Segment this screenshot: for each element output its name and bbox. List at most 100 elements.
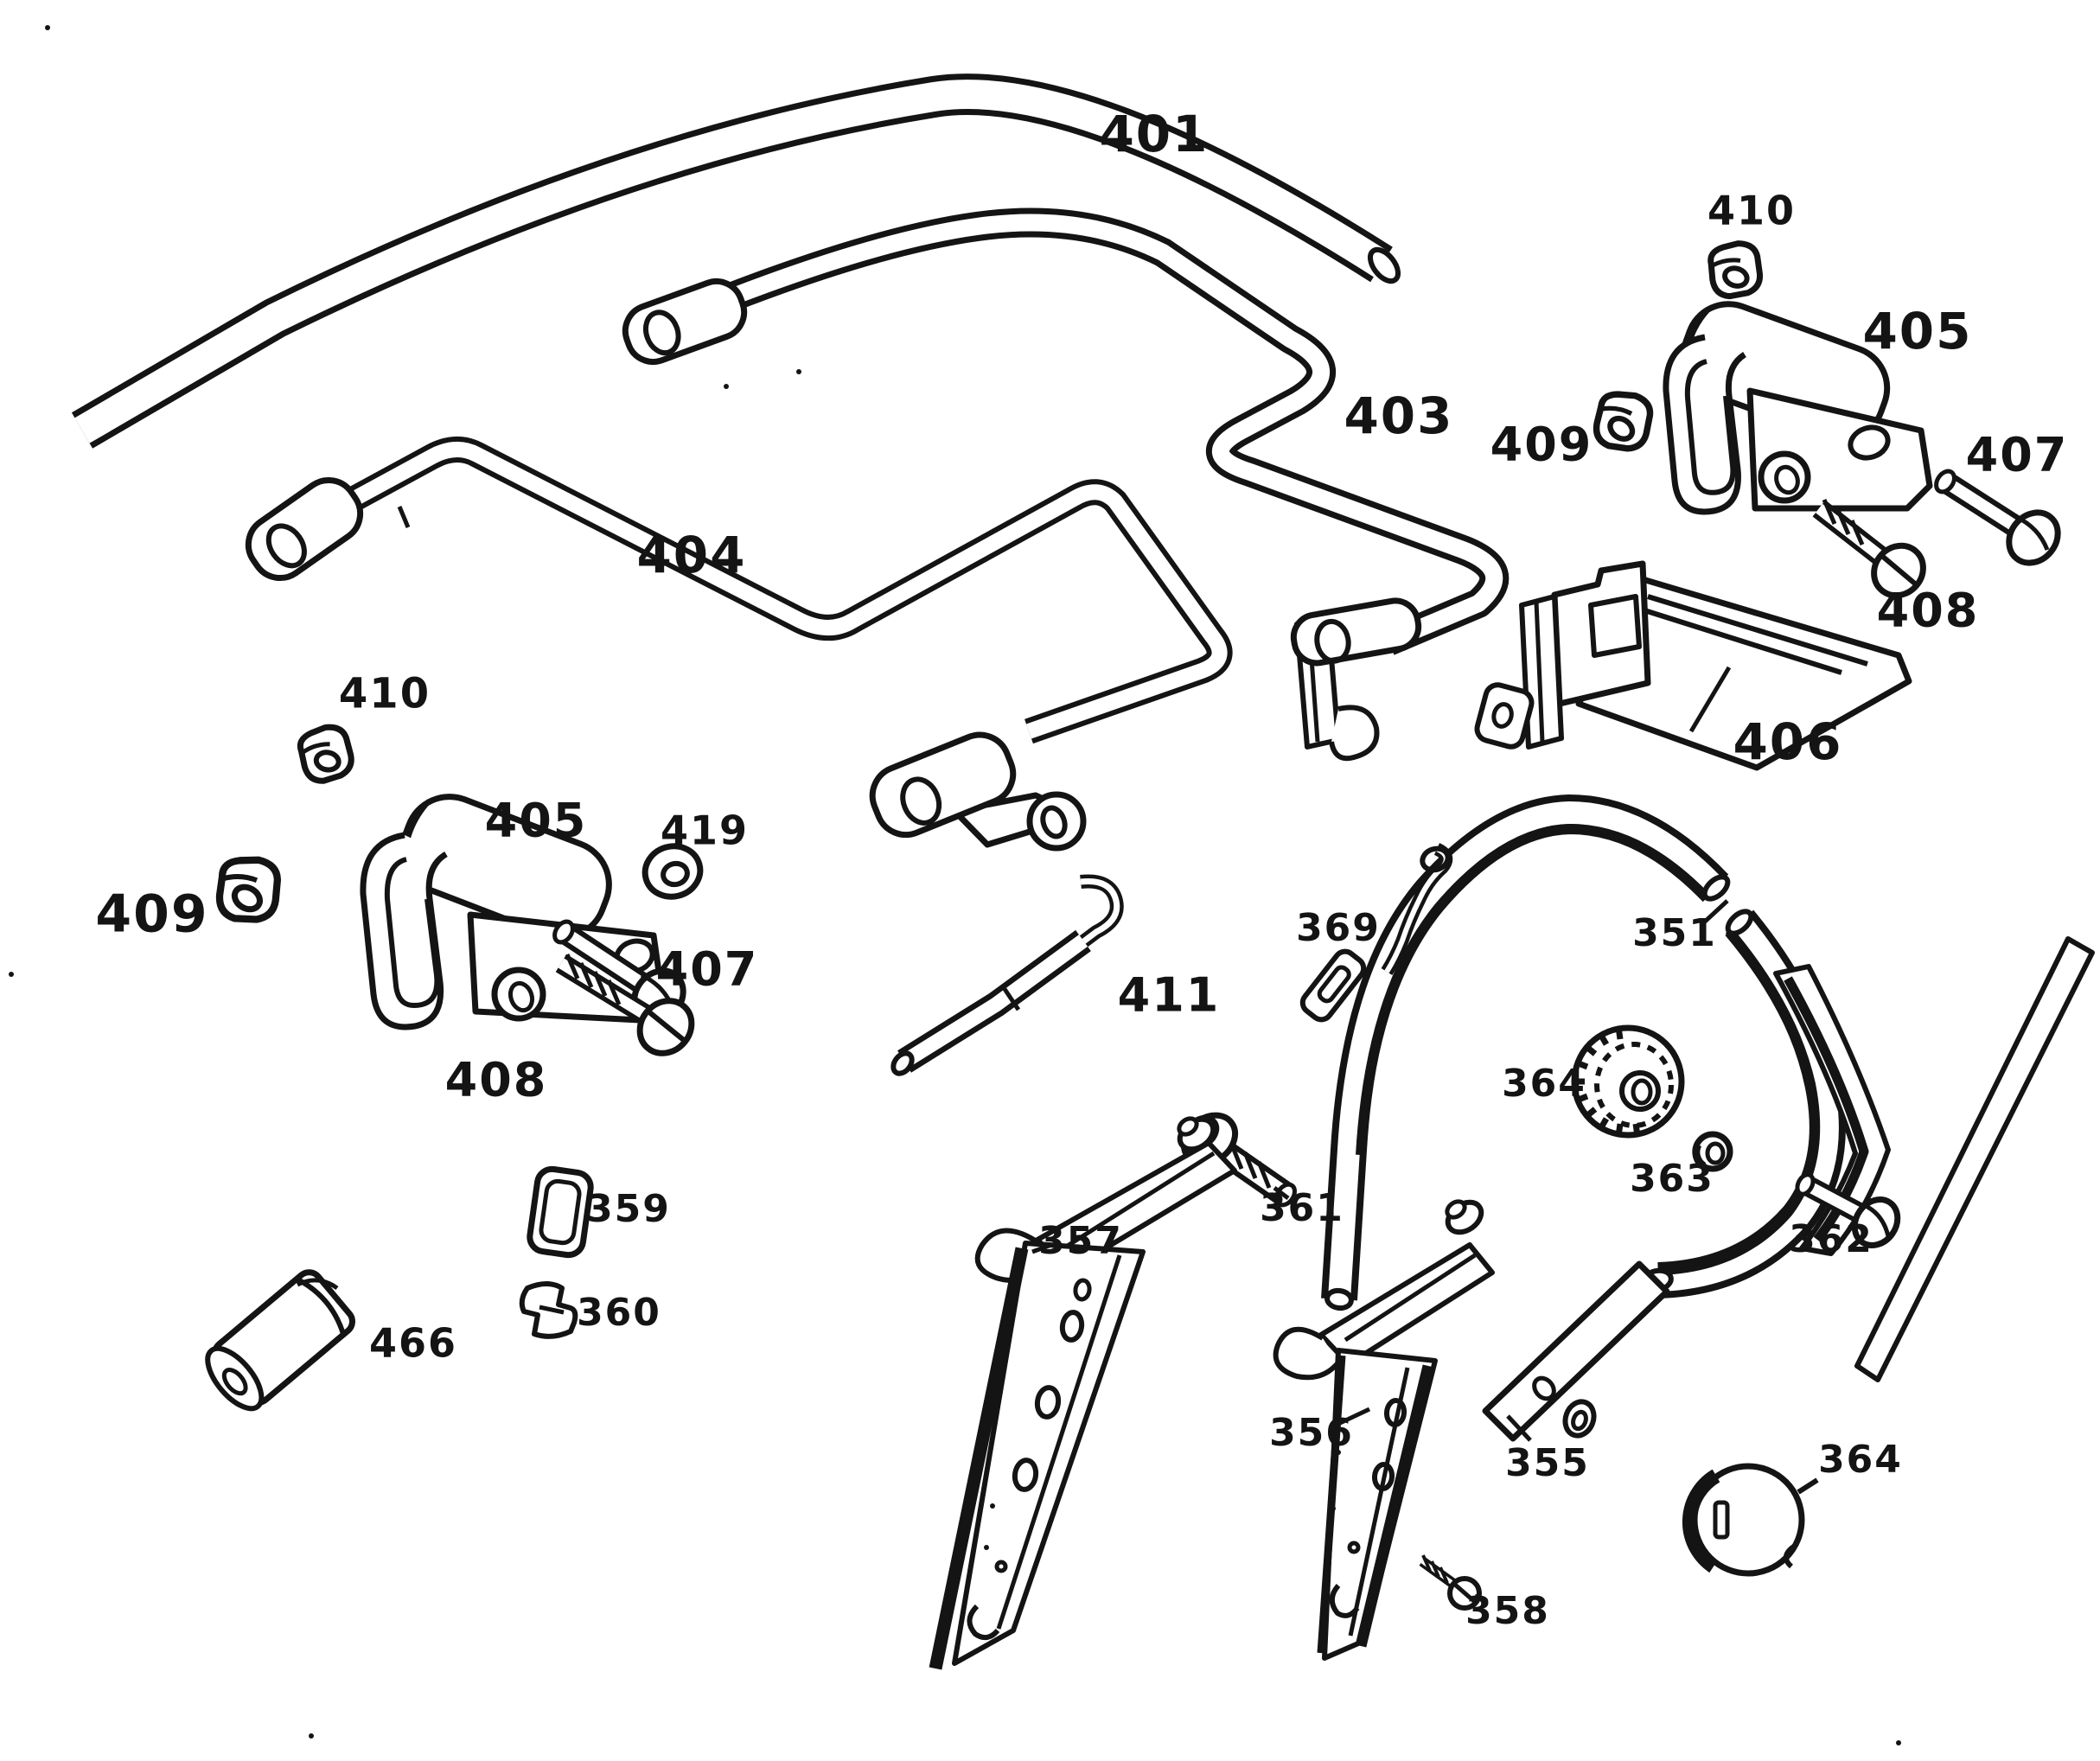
plate-slot [1588, 594, 1642, 658]
pivot-arm-assembly [869, 731, 1087, 852]
part-label-408-left: 408 [445, 1052, 548, 1107]
rod-tip [890, 1050, 915, 1076]
part-label-356: 356 [1269, 1411, 1354, 1455]
part-406-shield [1474, 560, 1912, 771]
plate-hole [1848, 424, 1891, 461]
part-410-nut-left [297, 724, 354, 784]
link-hole [1314, 618, 1351, 664]
bracket-hook [1329, 705, 1380, 762]
part-label-406: 406 [1733, 712, 1842, 771]
tube-end-cap [1367, 246, 1401, 284]
part-360-clip [519, 1281, 578, 1339]
arm-end-boss [1026, 791, 1087, 852]
bar-hole [1532, 1375, 1556, 1401]
part-410-nut-right [1709, 242, 1761, 298]
part-label-410-right: 410 [1707, 188, 1796, 234]
part-408-screw-right [1812, 499, 1926, 599]
part-411-rod [890, 874, 1124, 1076]
part-label-351: 351 [1632, 911, 1717, 955]
part-359-grommet [527, 1165, 594, 1259]
part-label-364-bottom: 364 [1818, 1438, 1903, 1482]
part-label-409-left: 409 [95, 884, 208, 945]
rail-face [952, 1241, 1146, 1666]
scan-specks [9, 25, 1901, 1745]
threads [1822, 499, 1865, 546]
part-label-466: 466 [369, 1320, 457, 1367]
gear-face [1594, 1042, 1674, 1128]
eyelet-hole [642, 309, 681, 356]
part-362-bolt [1795, 1172, 1901, 1248]
part-label-404: 404 [636, 526, 746, 584]
part-364-gear [1571, 1024, 1685, 1139]
part-label-408-right: 408 [1877, 583, 1980, 637]
part-408-screw-left [555, 954, 695, 1056]
part-407-bolt-right [1934, 469, 2061, 566]
nut [1562, 1399, 1597, 1439]
slot [647, 1009, 686, 1043]
leader-358 [1474, 1593, 1488, 1604]
eyelet-left [622, 278, 748, 365]
part-label-357: 357 [1038, 1219, 1123, 1263]
rail-edge-dark [929, 1247, 1029, 1670]
part-409-nut-right [1593, 388, 1655, 454]
hook [1273, 1326, 1341, 1381]
loop-shading [1356, 824, 1711, 1156]
part-351-handle-loop [1321, 794, 2095, 1382]
clamp-cylinder [399, 794, 612, 941]
part-label-355: 355 [1505, 1441, 1590, 1485]
part-403-handle [622, 207, 1510, 762]
part-label-358: 358 [1465, 1589, 1550, 1633]
part-357-rail [929, 1116, 1237, 1670]
rail-edge-dark-left [1317, 1355, 1346, 1654]
rail-edge-dark-right [1355, 1364, 1434, 1648]
part-label-362: 362 [1789, 1217, 1873, 1261]
part-label-410-left: 410 [339, 669, 431, 718]
clamp-strap [1663, 334, 1747, 515]
eyelet-left [245, 477, 364, 581]
bar [1482, 1260, 1670, 1442]
roller-hole [221, 1368, 248, 1396]
part-label-405-right: 405 [1862, 302, 1972, 360]
part-404-rod [245, 437, 1233, 744]
clip [1299, 948, 1367, 1023]
arm-plate-hole [900, 776, 942, 826]
eyelet-hole [265, 523, 307, 569]
part-401-upper-handle [71, 73, 1401, 449]
part-label-419: 419 [661, 807, 749, 854]
leader-357 [1031, 1242, 1052, 1254]
part-label-359: 359 [586, 1187, 671, 1231]
part-label-405-left: 405 [485, 793, 588, 847]
part-364-knob [1682, 1463, 1819, 1577]
threads [1421, 1554, 1449, 1584]
threads [565, 954, 622, 1005]
clamp-strap [360, 832, 448, 1030]
spring-coil [1420, 845, 1451, 873]
part-label-401: 401 [1099, 105, 1209, 163]
thin-bar [1854, 936, 2095, 1382]
back-plate [1551, 560, 1651, 707]
arm-end-hole [1040, 805, 1068, 839]
part-363-washer [1692, 1131, 1733, 1172]
part-369-spring [1299, 843, 1453, 1023]
right-leg-shading [1659, 928, 1821, 1275]
slot [1881, 554, 1918, 587]
part-label-369: 369 [1296, 906, 1381, 950]
overlap-strip [1773, 964, 1891, 1256]
leader-356 [1338, 1407, 1371, 1426]
part-label-364-mid: 364 [1502, 1062, 1586, 1106]
part-label-363: 363 [1630, 1157, 1714, 1201]
part-label-407-right: 407 [1966, 427, 2069, 482]
part-label-411: 411 [1118, 967, 1221, 1022]
part-label-361: 361 [1260, 1186, 1344, 1230]
knurl-ticks [1573, 1026, 1641, 1137]
part-label-409-right: 409 [1490, 417, 1593, 471]
slot [1453, 1583, 1477, 1604]
part-409-nut-left [216, 855, 280, 923]
part-466-roller [205, 1269, 355, 1412]
end-link-plate [1290, 597, 1422, 667]
leader-361 [1273, 1186, 1290, 1200]
mount-tab [1474, 682, 1535, 750]
part-label-407-left: 407 [656, 941, 759, 996]
